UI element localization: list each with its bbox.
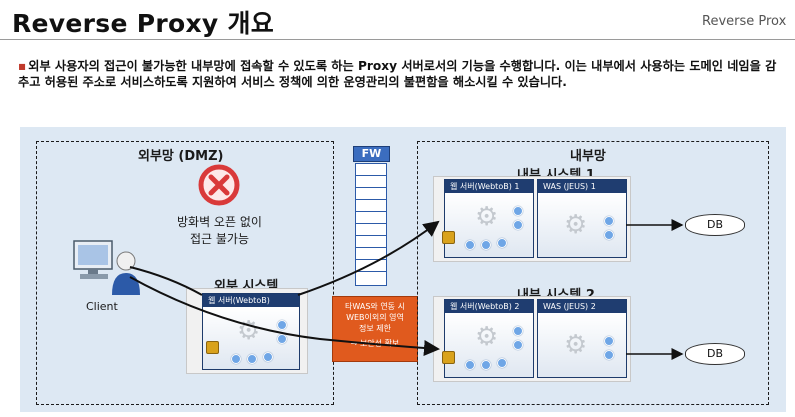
connector-layer bbox=[20, 127, 786, 412]
diagram-canvas: 외부망 (DMZ) 방화벽 오픈 없이 접근 불가능 Client 외부 시스템… bbox=[20, 127, 786, 412]
proxy-to-system1-arrow bbox=[298, 222, 438, 295]
section-label: Reverse Prox bbox=[702, 14, 786, 29]
client-to-system2-arrow bbox=[130, 277, 438, 349]
bullet-icon: ▪ bbox=[18, 59, 26, 73]
client-to-external-arrow bbox=[130, 267, 202, 295]
header-divider bbox=[0, 39, 795, 40]
page-title: Reverse Proxy 개요 bbox=[12, 4, 274, 40]
description-text: ▪외부 사용자의 접근이 불가능한 내부망에 접속할 수 있도록 하는 Prox… bbox=[18, 58, 783, 90]
description-body: 외부 사용자의 접근이 불가능한 내부망에 접속할 수 있도록 하는 Proxy… bbox=[18, 59, 776, 89]
